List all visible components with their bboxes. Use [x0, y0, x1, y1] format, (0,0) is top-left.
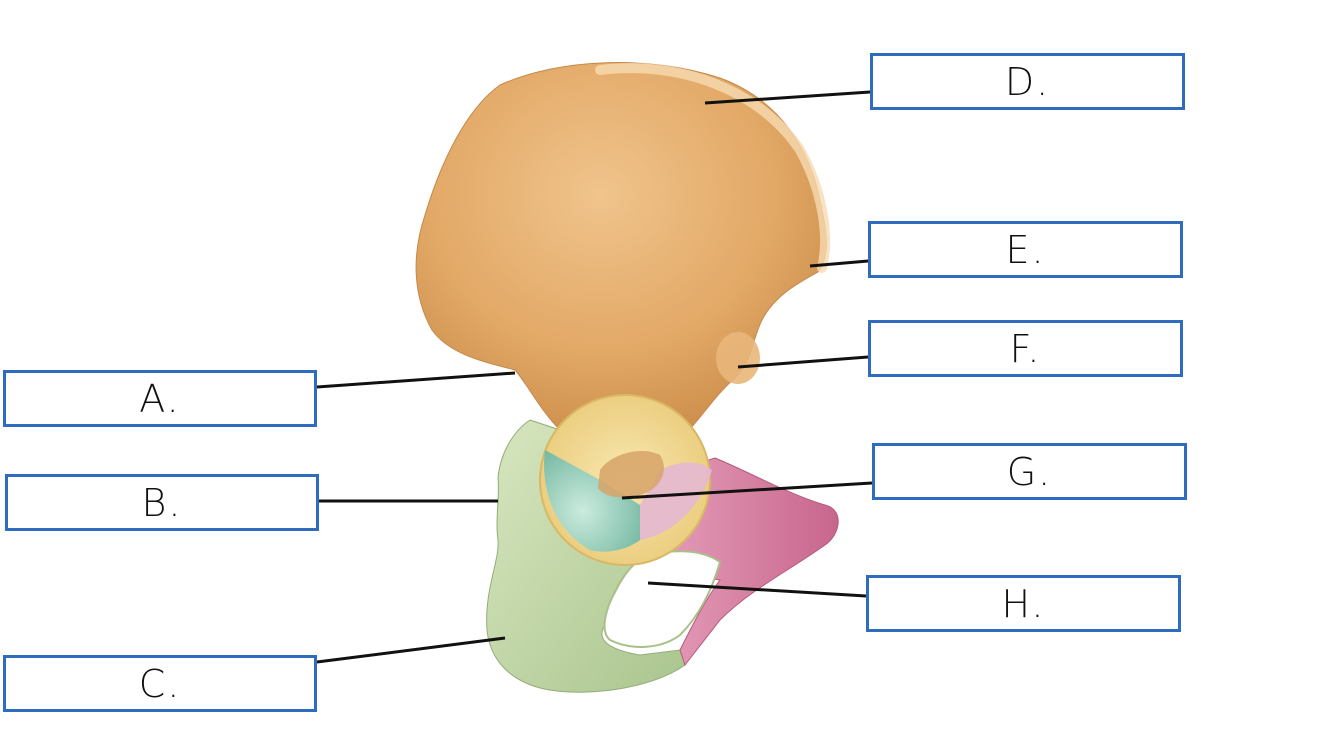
- iliac-crest: [595, 63, 831, 273]
- acetabular-fossa: [598, 450, 664, 498]
- leader-line-f: [737, 355, 869, 369]
- label-box-h[interactable]: H.: [866, 575, 1181, 632]
- iliac-spine-bump: [716, 332, 760, 384]
- label-d-text: D.: [1004, 59, 1051, 104]
- leader-line-d: [704, 90, 871, 105]
- label-b-text: B.: [141, 480, 183, 525]
- label-e-text: E.: [1005, 227, 1046, 272]
- leader-line-e: [809, 259, 869, 268]
- label-box-e[interactable]: E.: [868, 221, 1183, 278]
- acetabulum-lower-part: [544, 450, 640, 552]
- label-a-text: A.: [139, 376, 181, 421]
- ilium-region: [415, 62, 827, 441]
- leader-line-c: [316, 636, 506, 664]
- label-box-c[interactable]: C.: [3, 655, 317, 712]
- label-box-b[interactable]: B.: [5, 474, 319, 531]
- label-g-text: G.: [1006, 449, 1053, 494]
- label-h-text: H.: [1001, 581, 1046, 626]
- label-box-f[interactable]: F.: [868, 320, 1183, 377]
- label-box-d[interactable]: D.: [870, 53, 1185, 110]
- leader-line-g: [621, 481, 873, 500]
- leader-line-h: [647, 581, 867, 598]
- leader-lines: [316, 90, 873, 664]
- label-f-text: F.: [1009, 326, 1042, 371]
- label-c-text: C.: [138, 661, 182, 706]
- obturator-foramen: [603, 550, 722, 648]
- leader-line-a: [316, 371, 516, 389]
- label-box-g[interactable]: G.: [872, 443, 1187, 500]
- label-box-a[interactable]: A.: [3, 370, 317, 427]
